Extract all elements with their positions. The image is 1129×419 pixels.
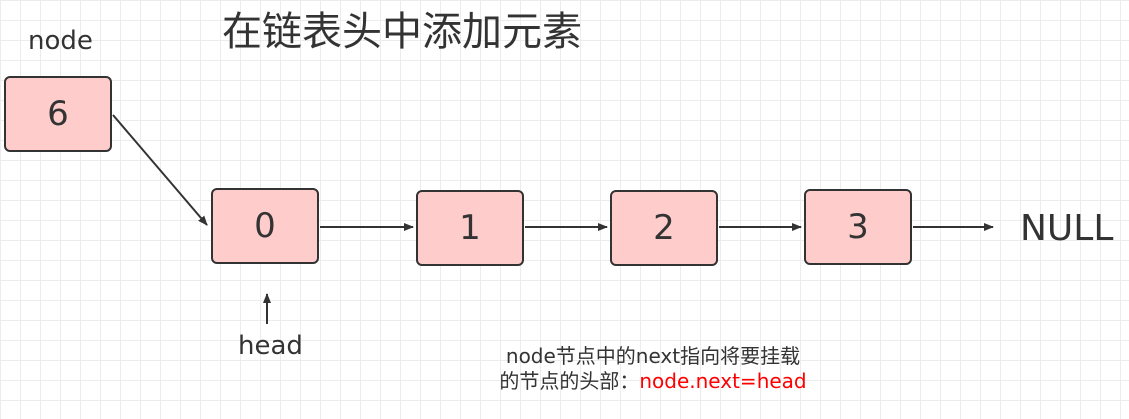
diagram-title: 在链表头中添加元素 bbox=[222, 9, 582, 55]
note-code: node.next=head bbox=[639, 369, 807, 393]
list-node-3: 3 bbox=[804, 189, 912, 265]
new-node-box: 6 bbox=[4, 76, 112, 152]
list-node-2: 2 bbox=[610, 190, 718, 266]
explanation-note: node节点中的next指向将要挂载 的节点的头部：node.next=head bbox=[470, 344, 836, 394]
head-label: head bbox=[238, 331, 303, 361]
note-line-1: node节点中的next指向将要挂载 bbox=[505, 344, 801, 368]
node-label: node bbox=[28, 26, 93, 56]
list-node-0-value: 0 bbox=[254, 206, 276, 246]
new-node-value: 6 bbox=[47, 94, 69, 134]
list-node-1-value: 1 bbox=[459, 208, 481, 248]
null-label: NULL bbox=[1020, 208, 1114, 249]
list-node-2-value: 2 bbox=[653, 208, 675, 248]
list-node-1: 1 bbox=[416, 190, 524, 266]
arrow-node-to-head bbox=[112, 114, 208, 226]
note-line-2-prefix: 的节点的头部： bbox=[499, 369, 640, 393]
list-node-3-value: 3 bbox=[847, 207, 869, 247]
note-line-2: 的节点的头部：node.next=head bbox=[470, 369, 836, 394]
list-node-0: 0 bbox=[211, 188, 319, 264]
